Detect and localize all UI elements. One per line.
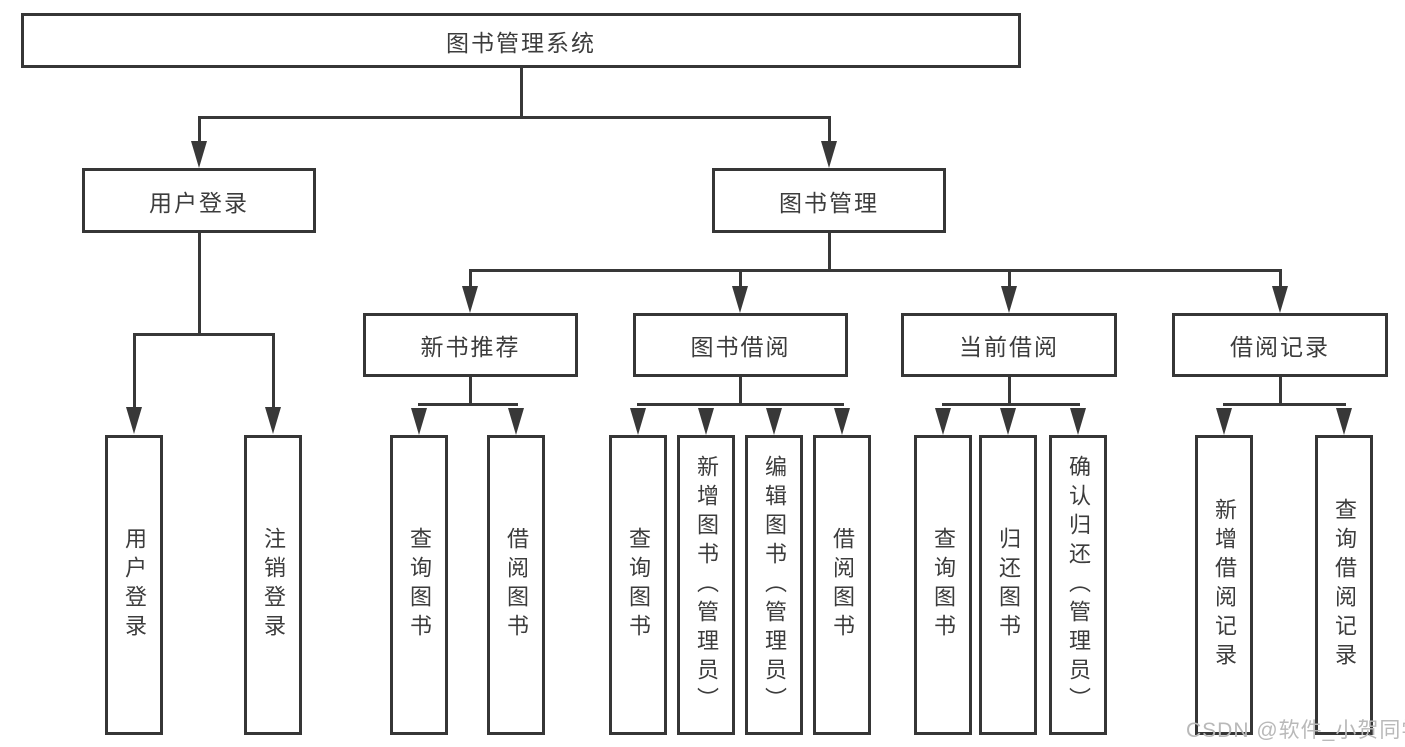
connector-hline [417, 403, 518, 406]
connector-hline [941, 403, 1080, 406]
node-label: 当前借阅 [959, 334, 1059, 360]
arrowhead-icon [508, 408, 524, 435]
connector-vline [468, 269, 472, 287]
leaf-logout: 注销登录 [244, 435, 302, 735]
arrowhead-icon [462, 286, 478, 313]
leaf-user-login: 用户登录 [105, 435, 163, 735]
node-label: 新书推荐 [420, 334, 521, 360]
node-label: 用户登录 [149, 189, 249, 216]
node-borrowing-records: 借阅记录 [1172, 313, 1388, 377]
arrowhead-icon [411, 408, 427, 435]
connector-vline [197, 233, 201, 336]
connector-vline [1007, 377, 1011, 406]
leaf-borrow-books-borrowing: 借阅图书 [813, 435, 871, 735]
node-book-borrowing: 图书借阅 [633, 313, 848, 377]
node-book-management: 图书管理 [712, 168, 946, 233]
leaf-borrow-books-recommend: 借阅图书 [487, 435, 545, 735]
connector-vline [1007, 269, 1011, 287]
connector-vline [271, 333, 275, 408]
arrowhead-icon [1216, 408, 1232, 435]
arrowhead-icon [1001, 286, 1017, 313]
node-label: 图书管理 [779, 189, 879, 216]
leaf-label: 新增借阅记录 [1212, 498, 1237, 672]
node-label: 借阅记录 [1230, 334, 1330, 360]
arrowhead-icon [1336, 408, 1352, 435]
arrowhead-icon [1272, 286, 1288, 313]
leaf-label: 用户登录 [122, 527, 147, 643]
connector-hline [1222, 403, 1346, 406]
connector-vline [827, 116, 831, 144]
leaf-query-books-recommend: 查询图书 [390, 435, 448, 735]
node-label: 图书借阅 [690, 334, 791, 360]
arrowhead-icon [265, 407, 281, 434]
connector-vline [468, 377, 472, 406]
leaf-return-books: 归还图书 [979, 435, 1037, 735]
leaf-label: 查询借阅记录 [1332, 498, 1357, 672]
arrowhead-icon [766, 408, 782, 435]
arrowhead-icon [630, 408, 646, 435]
leaf-label: 查询图书 [407, 527, 432, 643]
arrowhead-icon [126, 407, 142, 434]
connector-vline [132, 333, 136, 408]
arrowhead-icon [1070, 408, 1086, 435]
node-current-borrowing: 当前借阅 [901, 313, 1117, 377]
node-root-label: 图书管理系统 [446, 29, 596, 56]
leaf-query-borrow-record: 查询借阅记录 [1315, 435, 1373, 735]
connector-vline [1278, 377, 1282, 406]
connector-vline [197, 116, 201, 144]
connector-vline [519, 66, 523, 118]
connector-hline [197, 116, 831, 119]
leaf-query-books-current: 查询图书 [914, 435, 972, 735]
leaf-label: 借阅图书 [830, 527, 855, 643]
arrowhead-icon [1000, 408, 1016, 435]
arrowhead-icon [732, 286, 748, 313]
leaf-label: 借阅图书 [504, 527, 529, 643]
leaf-label: 注销登录 [261, 527, 286, 643]
connector-vline [738, 377, 742, 406]
arrowhead-icon [698, 408, 714, 435]
connector-vline [827, 233, 831, 271]
leaf-label: 查询图书 [626, 527, 651, 643]
leaf-query-books-borrowing: 查询图书 [609, 435, 667, 735]
leaf-label: 新增图书（管理员） [694, 454, 719, 716]
leaf-confirm-return-admin: 确认归还（管理员） [1049, 435, 1107, 735]
leaf-label: 查询图书 [931, 527, 956, 643]
node-user-login: 用户登录 [82, 168, 316, 233]
node-root: 图书管理系统 [21, 13, 1021, 68]
arrowhead-icon [191, 141, 207, 168]
connector-hline [636, 403, 844, 406]
csdn-watermark: CSDN @软件_小贺同学 [1186, 719, 1405, 742]
leaf-label: 确认归还（管理员） [1066, 454, 1091, 716]
connector-hline [468, 269, 1282, 272]
arrowhead-icon [935, 408, 951, 435]
connector-hline [132, 333, 275, 336]
arrowhead-icon [821, 141, 837, 168]
leaf-label: 编辑图书（管理员） [762, 454, 787, 716]
arrowhead-icon [834, 408, 850, 435]
leaf-label: 归还图书 [996, 527, 1021, 643]
leaf-add-borrow-record: 新增借阅记录 [1195, 435, 1253, 735]
connector-vline [1278, 269, 1282, 287]
leaf-add-books-admin: 新增图书（管理员） [677, 435, 735, 735]
node-new-book-recommend: 新书推荐 [363, 313, 578, 377]
leaf-edit-books-admin: 编辑图书（管理员） [745, 435, 803, 735]
connector-vline [738, 269, 742, 287]
